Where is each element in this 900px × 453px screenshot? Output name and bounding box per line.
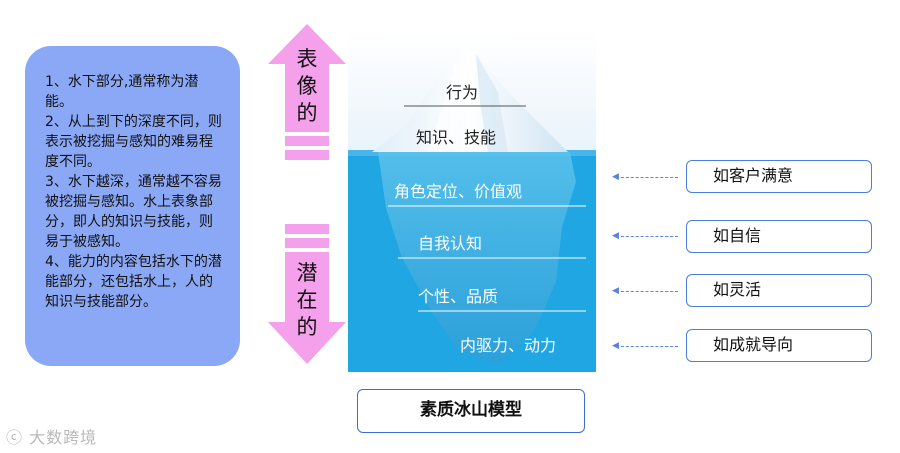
arrow-char: 潜 <box>268 260 346 287</box>
arrowhead-icon: ◀ <box>612 286 619 296</box>
arrowhead-icon: ◀ <box>612 341 619 351</box>
arrow-char: 表 <box>268 46 346 73</box>
note-4: 4、能力的内容包括水下的潜能部分，还包括水上，人的知识与技能部分。 <box>45 252 224 312</box>
arrow-char: 像 <box>268 73 346 100</box>
model-title: 素质冰山模型 <box>357 389 585 433</box>
watermark-text: 大数跨境 <box>29 428 97 447</box>
iceberg-figure: 行为 知识、技能 角色定位、价值观 自我认知 个性、品质 内驱力、动力 <box>348 32 596 372</box>
connector-line: ◀ <box>616 177 678 178</box>
example-box: 如灵活 <box>686 274 872 307</box>
arrow-char: 的 <box>268 100 346 127</box>
iceberg-label-behavior: 行为 <box>446 79 478 103</box>
arrow-label-top: 表 像 的 <box>268 46 346 127</box>
arrow-char: 的 <box>268 314 346 341</box>
iceberg-label-self-image: 自我认知 <box>418 230 482 254</box>
arrowhead-icon: ◀ <box>612 172 619 182</box>
arrow-char: 在 <box>268 287 346 314</box>
double-arrow: 表 像 的 潜 在 的 <box>268 24 346 374</box>
watermark: ⓒ 大数跨境 <box>6 424 97 448</box>
connector-line: ◀ <box>616 346 678 347</box>
iceberg-label-motives: 内驱力、动力 <box>460 332 556 356</box>
example-box: 如成就导向 <box>686 329 872 362</box>
example-box: 如自信 <box>686 220 872 253</box>
arrowhead-icon: ◀ <box>612 231 619 241</box>
iceberg-label-traits: 个性、品质 <box>418 283 498 307</box>
notes-panel: 1、水下部分,通常称为潜能。 2、从上到下的深度不同，则表示被挖掘与感知的难易程… <box>25 46 240 366</box>
note-1: 1、水下部分,通常称为潜能。 <box>45 72 224 112</box>
iceberg-label-knowledge: 知识、技能 <box>416 124 496 148</box>
connector-line: ◀ <box>616 236 678 237</box>
arrow-label-bottom: 潜 在 的 <box>268 260 346 341</box>
example-box: 如客户满意 <box>686 160 872 193</box>
connector-line: ◀ <box>616 291 678 292</box>
iceberg-label-role-values: 角色定位、价值观 <box>394 178 522 202</box>
note-2: 2、从上到下的深度不同，则表示被挖掘与感知的难易程度不同。 <box>45 112 224 172</box>
watermark-logo-icon: ⓒ <box>6 428 23 447</box>
note-3: 3、水下越深，通常越不容易被挖掘与感知。水上表象部分，即人的知识与技能，则易于被… <box>45 172 224 252</box>
